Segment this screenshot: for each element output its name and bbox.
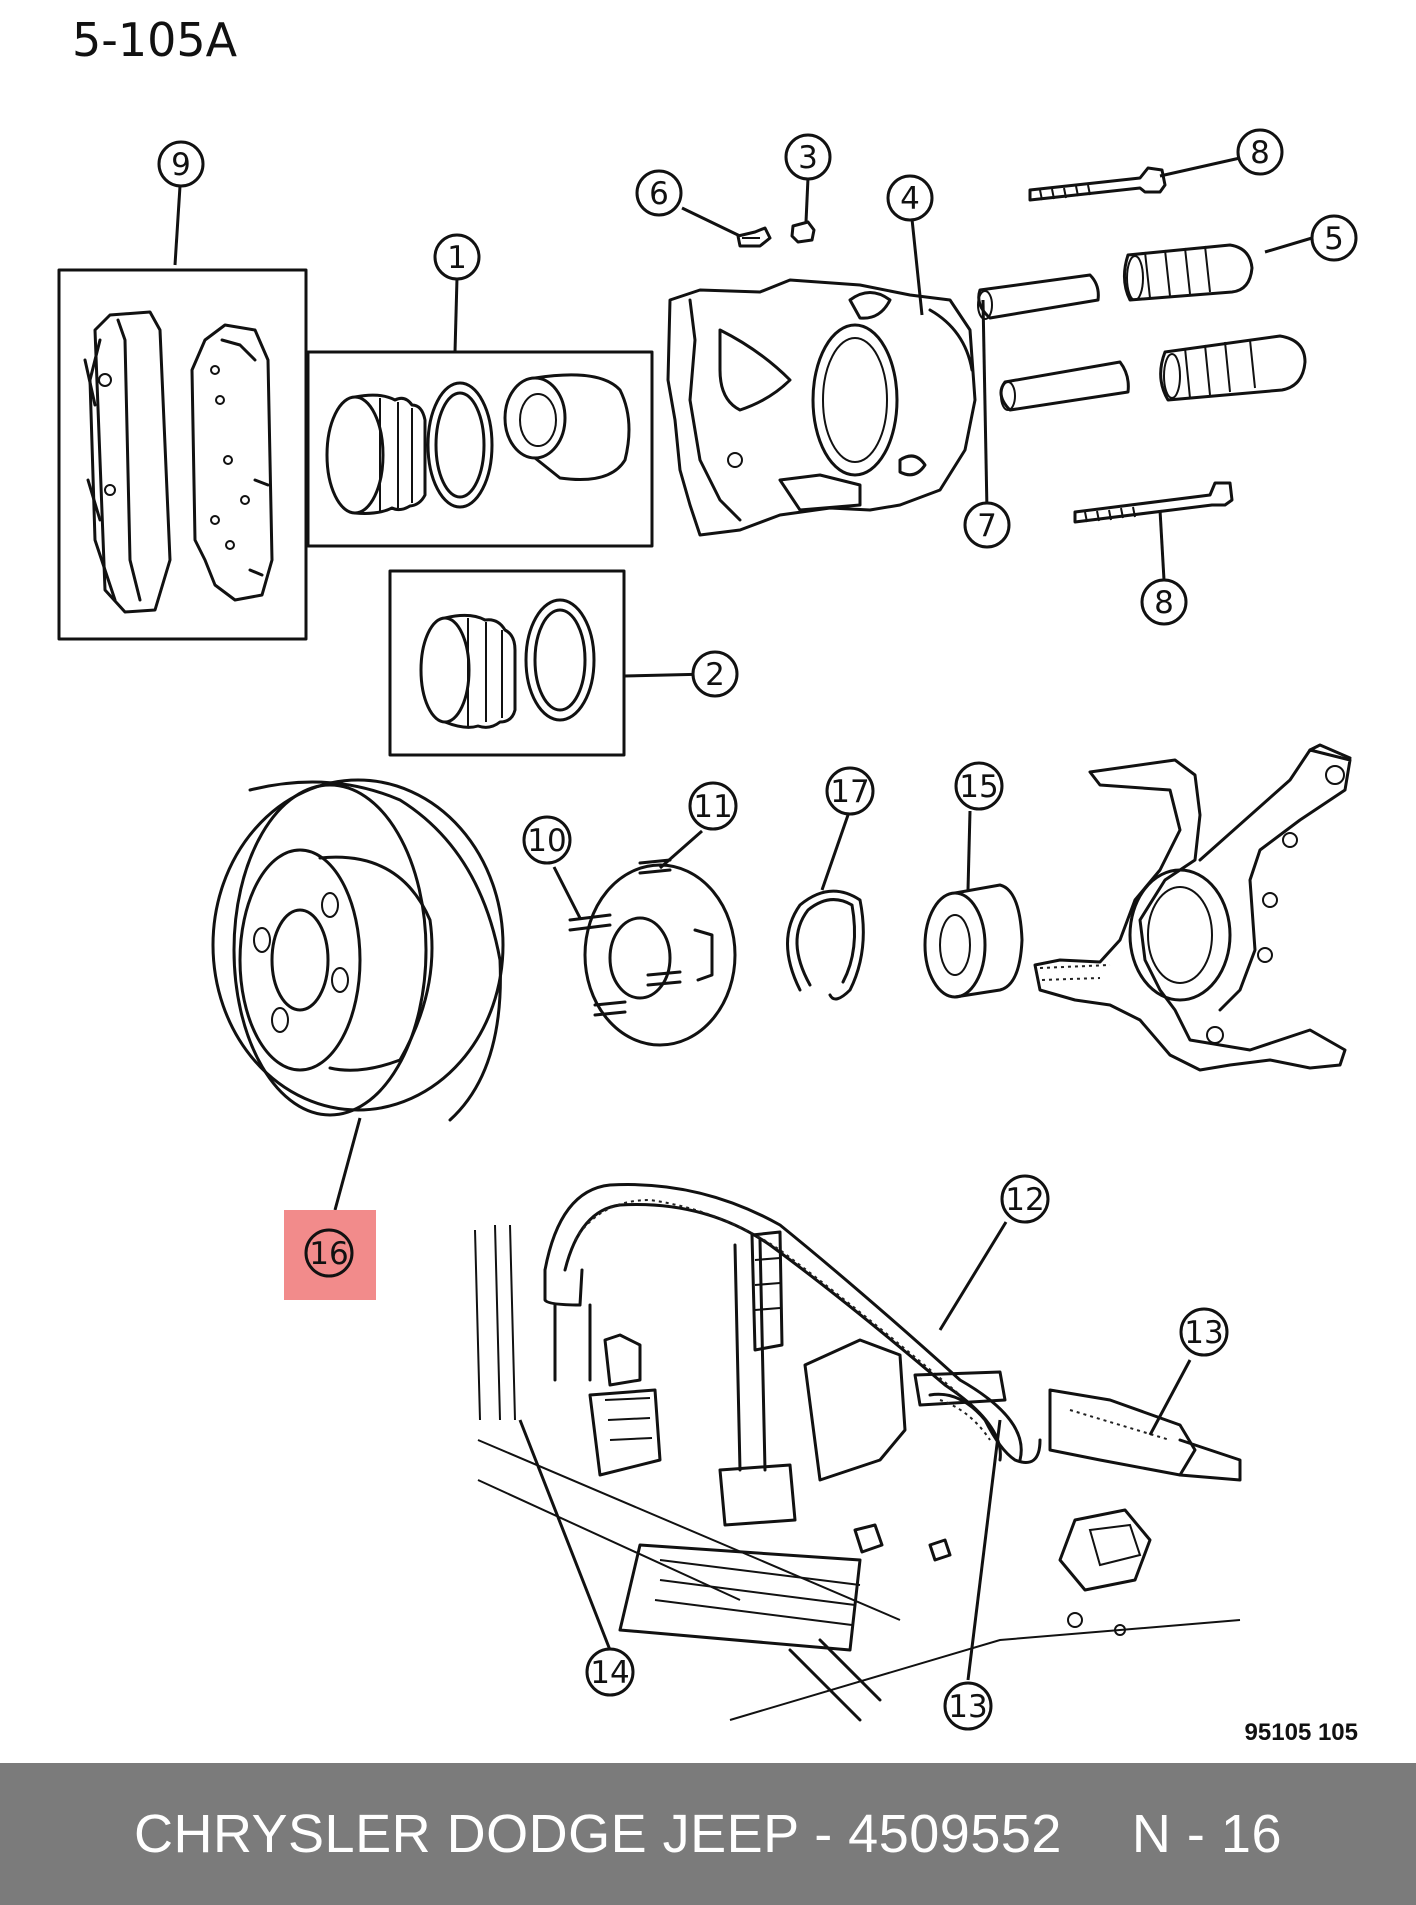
callout-13-right[interactable]: 13 [1179,1307,1229,1357]
callout-16[interactable]: 16 [304,1228,354,1278]
brake-hose-assembly-illustration [474,1183,1242,1722]
callout-9[interactable]: 9 [157,140,205,188]
svg-text:1: 1 [447,240,467,276]
sleeve-bottom-illustration [999,360,1130,412]
footer-bar: CHRYSLER DODGE JEEP - 4509552 N - 16 [0,1763,1416,1905]
wheel-stud-illustration [568,858,682,1017]
caliper-illustration [666,278,977,537]
parts-diagram: 5-105A [57,13,1358,1746]
bushing-top-illustration [1123,243,1254,302]
guide-pin-bolt-top-illustration [1028,166,1167,202]
svg-text:11: 11 [693,789,732,825]
page-code: 5-105A [72,13,238,67]
callout-8-top[interactable]: 8 [1236,128,1284,176]
svg-text:8: 8 [1250,135,1270,171]
brake-pad-set-illustration [57,268,308,641]
highlight-box [284,1210,376,1300]
callout-5[interactable]: 5 [1310,214,1358,262]
caliper-seal-kit-illustration [388,569,626,757]
svg-text:2: 2 [705,657,725,693]
svg-text:15: 15 [959,769,998,805]
bushing-bottom-illustration [1159,334,1307,402]
svg-text:7: 7 [977,508,997,544]
callout-2[interactable]: 2 [691,650,739,698]
svg-text:17: 17 [830,774,869,810]
brake-rotor-illustration [211,778,505,1122]
svg-text:6: 6 [649,176,669,212]
svg-text:3: 3 [798,140,818,176]
guide-pin-bolt-bottom-illustration [1073,481,1234,524]
drawing-number: 95105 105 [1245,1719,1358,1746]
svg-text:8: 8 [1154,585,1174,621]
callout-3[interactable]: 3 [784,133,832,181]
callout-11[interactable]: 11 [688,781,738,831]
callout-4[interactable]: 4 [886,174,934,222]
callout-8-bottom[interactable]: 8 [1140,578,1188,626]
snap-ring-illustration [786,889,865,1001]
svg-text:13: 13 [948,1689,987,1725]
svg-text:10: 10 [527,823,566,859]
callout-7[interactable]: 7 [963,501,1011,549]
callout-17[interactable]: 17 [825,766,875,816]
sleeve-top-illustration [977,273,1100,320]
callout-1[interactable]: 1 [433,233,481,281]
steering-knuckle-illustration [1033,743,1352,1072]
callout-13-bottom[interactable]: 13 [943,1681,993,1731]
caliper-piston-kit-illustration [306,350,654,548]
callout-15[interactable]: 15 [954,761,1004,811]
callout-14[interactable]: 14 [585,1647,635,1697]
bleeder-cap-illustration [790,220,816,244]
callout-12[interactable]: 12 [1000,1174,1050,1224]
svg-text:14: 14 [590,1655,629,1691]
bleeder-screw-illustration [736,226,772,248]
svg-text:5: 5 [1324,221,1344,257]
reference-text: N - 16 [1131,1804,1282,1864]
svg-text:9: 9 [171,147,191,183]
svg-text:16: 16 [309,1236,348,1272]
callout-6[interactable]: 6 [635,169,683,217]
svg-text:12: 12 [1005,1182,1044,1218]
leader-lines [173,156,1313,1681]
svg-text:13: 13 [1184,1315,1223,1351]
svg-text:4: 4 [900,181,920,217]
hub-illustration [583,863,737,1047]
callout-10[interactable]: 10 [522,815,572,865]
part-number-text: CHRYSLER DODGE JEEP - 4509552 [134,1804,1062,1864]
wheel-bearing-illustration [923,883,1024,999]
